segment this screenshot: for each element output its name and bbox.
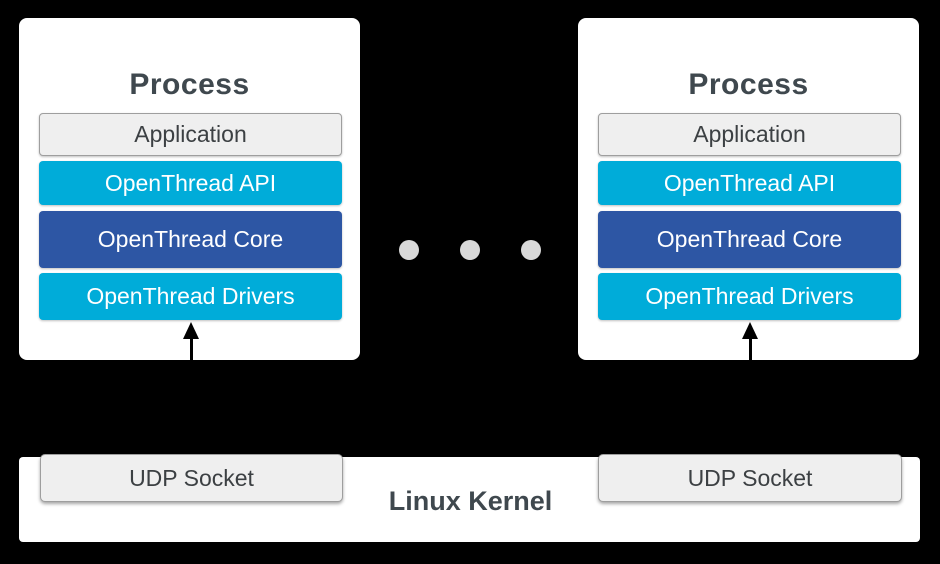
udp-socket-right: UDP Socket [598,454,902,502]
layer-openthread-drivers: OpenThread Drivers [598,273,901,320]
process-card-right: Process Application OpenThread API OpenT… [578,18,919,360]
uplink-arrow-right [749,338,752,455]
ellipsis-dot [399,240,419,260]
layer-openthread-api: OpenThread API [598,161,901,205]
uplink-arrowhead-left [183,322,199,339]
layer-application: Application [39,113,342,156]
linux-kernel-label: Linux Kernel [388,486,553,516]
ellipsis-dot [460,240,480,260]
layer-openthread-drivers: OpenThread Drivers [39,273,342,320]
process-title: Process [688,68,809,101]
process-card-left: Process Application OpenThread API OpenT… [19,18,360,360]
process-title: Process [129,68,250,101]
ellipsis-dot [521,240,541,260]
uplink-arrowhead-right [742,322,758,339]
layer-application: Application [598,113,901,156]
udp-socket-left: UDP Socket [40,454,343,502]
uplink-arrow-left [190,338,193,455]
layer-openthread-core: OpenThread Core [39,211,342,268]
layer-openthread-core: OpenThread Core [598,211,901,268]
layer-openthread-api: OpenThread API [39,161,342,205]
